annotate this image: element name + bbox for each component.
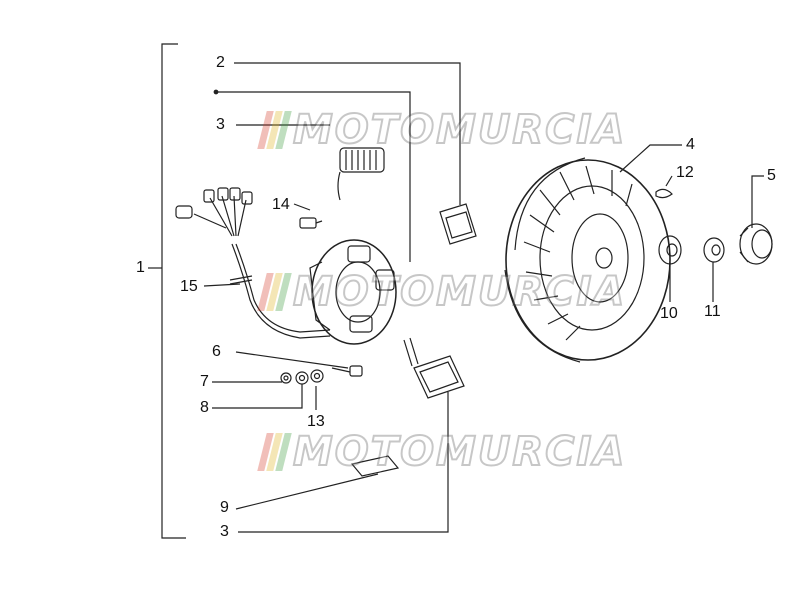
- leader-8: [212, 384, 303, 409]
- nut-7: [280, 372, 292, 384]
- callout-6[interactable]: 6: [212, 343, 221, 360]
- plate-9: [350, 455, 400, 477]
- nut-10: [658, 235, 682, 265]
- callout-12[interactable]: 12: [676, 164, 694, 181]
- leader-5: [751, 175, 764, 228]
- callout-2[interactable]: 2: [216, 54, 225, 71]
- washer-8: [295, 371, 309, 385]
- callout-9[interactable]: 9: [220, 499, 229, 516]
- callout-11[interactable]: 11: [704, 303, 721, 320]
- callout-15[interactable]: 15: [180, 278, 198, 295]
- callout-13[interactable]: 13: [307, 413, 325, 430]
- leader-14: [293, 203, 311, 211]
- leader-6: [235, 351, 349, 369]
- callout-10[interactable]: 10: [660, 305, 678, 322]
- leader-3-bottom: [238, 392, 449, 533]
- nut-11: [703, 237, 725, 263]
- leader-15: [203, 283, 241, 287]
- callout-14[interactable]: 14: [272, 196, 290, 213]
- callout-4[interactable]: 4: [686, 136, 695, 153]
- callout-1[interactable]: 1: [136, 259, 145, 276]
- callout-7[interactable]: 7: [200, 373, 209, 390]
- cap-5: [739, 223, 773, 265]
- callout-3-top[interactable]: 3: [216, 116, 225, 133]
- screw-6: [331, 365, 363, 377]
- assembly-bracket: [161, 43, 186, 539]
- leader-4: [619, 144, 682, 173]
- screw-14: [299, 217, 323, 229]
- ignition-coil: [337, 147, 385, 201]
- callout-5[interactable]: 5: [767, 167, 776, 184]
- washer-13: [310, 369, 324, 383]
- leader-3-top: [216, 91, 411, 262]
- pickup-unit-top: [439, 203, 477, 245]
- flywheel-rotor: [504, 157, 671, 363]
- leader-9: [235, 473, 379, 510]
- key-12: [655, 188, 673, 199]
- wiring-harness: [175, 187, 331, 339]
- callout-3-bottom[interactable]: 3: [220, 523, 229, 540]
- stator: [309, 239, 397, 345]
- leader-2: [234, 62, 461, 205]
- leader-12: [665, 175, 673, 187]
- pickup-unit-bottom: [403, 337, 465, 399]
- callout-8[interactable]: 8: [200, 399, 209, 416]
